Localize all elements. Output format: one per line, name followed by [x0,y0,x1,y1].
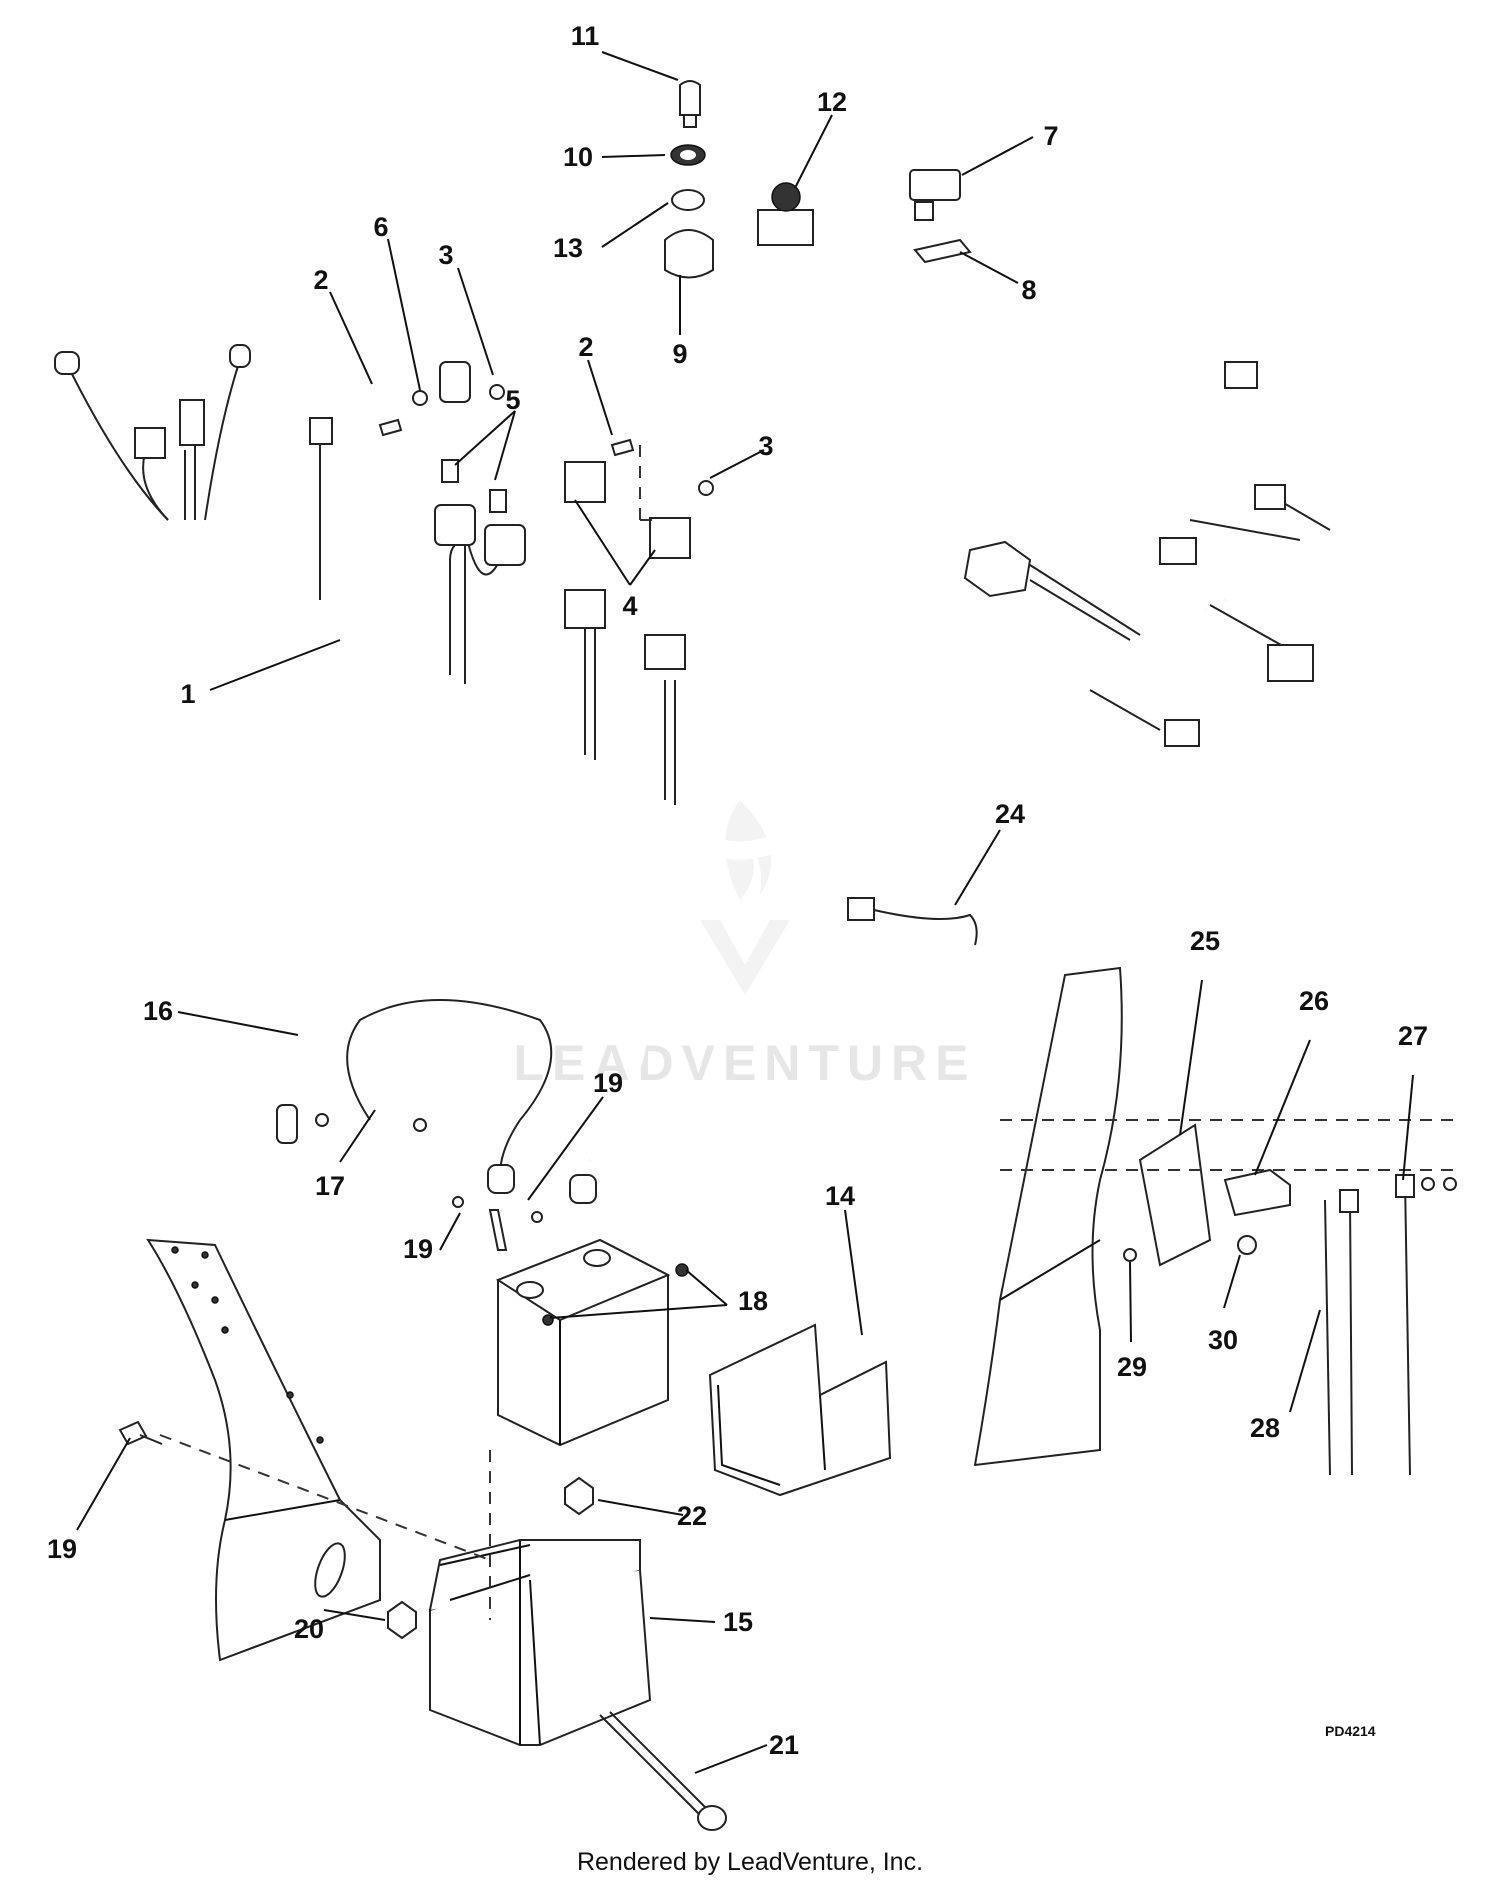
callout-11: 11 [571,21,600,51]
callout-27: 27 [1398,1021,1428,1051]
callout-22: 22 [677,1501,707,1531]
callout-3b: 3 [758,431,773,461]
callout-labels: 1 2 6 3 5 2 3 4 11 10 13 9 12 7 8 24 16 … [47,21,1428,1760]
callout-12: 12 [817,87,847,117]
callout-21: 21 [769,1730,799,1760]
left-bracket [146,1238,491,1662]
callout-26: 26 [1299,986,1329,1016]
callout-9: 9 [672,339,687,369]
callout-8: 8 [1021,275,1036,305]
callout-7: 7 [1043,121,1058,151]
callout-19a: 19 [593,1068,623,1098]
diagram-code: PD4214 [1325,1723,1376,1739]
switch-components [664,80,972,279]
right-assembly [973,966,1460,1476]
callout-5: 5 [505,385,520,415]
harness-hardware [378,361,714,559]
callout-25: 25 [1190,926,1220,956]
battery-tray [429,1539,652,1746]
callout-29: 29 [1117,1352,1147,1382]
battery-hold-down [708,1323,892,1497]
callout-28: 28 [1250,1413,1280,1443]
callout-2a: 2 [313,265,328,295]
callout-6: 6 [373,212,388,242]
callout-19b: 19 [403,1234,433,1264]
callout-4: 4 [622,591,637,621]
callout-14: 14 [825,1181,855,1211]
callout-30: 30 [1208,1325,1238,1355]
callout-15: 15 [723,1607,753,1637]
callout-13: 13 [553,233,583,263]
callout-3a: 3 [438,240,453,270]
callout-2b: 2 [578,332,593,362]
footer-credit: Rendered by LeadVenture, Inc. [577,1848,923,1876]
sensor-wire [847,897,978,946]
callout-16: 16 [143,996,173,1026]
leader-lines [76,51,1414,1774]
fasteners [118,1420,727,1831]
callout-17: 17 [315,1171,345,1201]
callout-10: 10 [563,142,593,172]
watermark-logo [700,800,790,995]
callout-19c: 19 [47,1534,77,1564]
battery [495,1238,689,1447]
callout-20: 20 [294,1614,324,1644]
callout-18: 18 [738,1286,768,1316]
callout-24: 24 [995,799,1025,829]
battery-cables [276,942,648,1251]
callout-1: 1 [180,679,195,709]
wiring-harness [54,344,1379,860]
watermark-text: LEADVENTURE [513,1035,976,1091]
